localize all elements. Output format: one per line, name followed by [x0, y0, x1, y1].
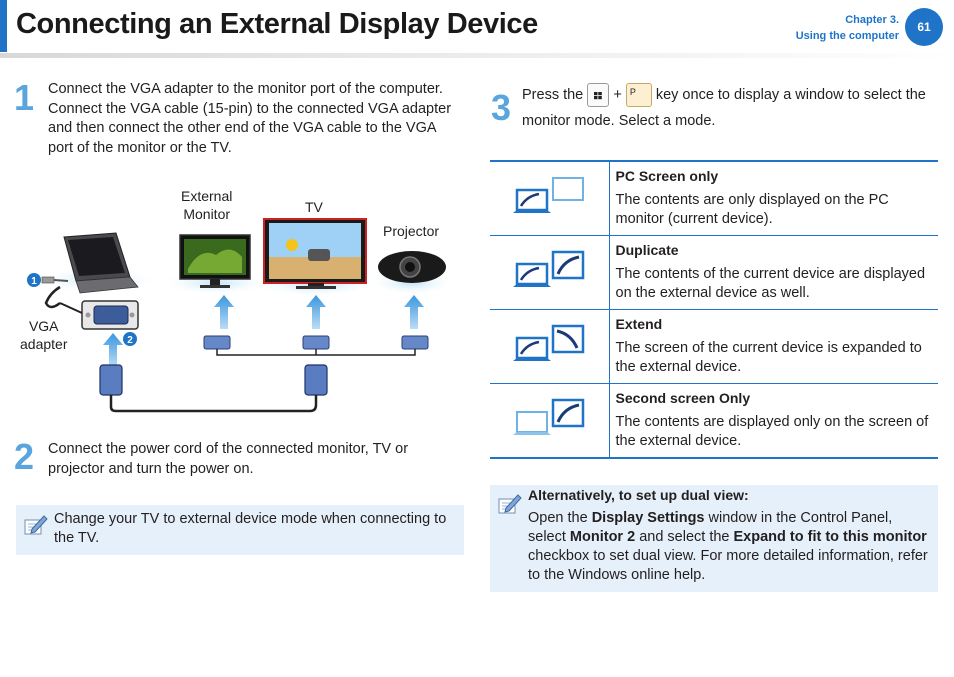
step-3-text-before: Press the: [522, 87, 584, 103]
table-row: PC Screen only The contents are only dis…: [490, 160, 938, 236]
tv-mode-note-text: Change your TV to external device mode w…: [54, 511, 447, 546]
label-projector: Projector: [383, 223, 440, 239]
expand-to-fit-term: Expand to fit to this monitor: [733, 529, 927, 545]
mode-description: The contents are only displayed on the P…: [615, 192, 889, 227]
display-mode-table: PC Screen only The contents are only dis…: [490, 160, 938, 459]
header-rule: [0, 53, 954, 58]
label-tv: TV: [305, 199, 323, 215]
arrow-up-projector: [404, 295, 424, 329]
chapter-number: Chapter 3.: [845, 14, 899, 26]
mode-name: Second screen Only: [615, 390, 751, 406]
mode-name: Extend: [615, 316, 663, 332]
dual-view-text-2: window in the Control Panel, select: [528, 510, 893, 545]
chapter-label: Chapter 3. Using the computer: [796, 12, 899, 44]
dual-view-text-4: checkbox to set dual view. For more deta…: [528, 548, 928, 583]
table-row: Extend The screen of the current device …: [490, 309, 938, 384]
mode-name: Duplicate: [615, 242, 679, 258]
mode-name: PC Screen only: [615, 168, 719, 184]
step-3-number: 3: [491, 87, 512, 128]
laptop-image: [38, 232, 158, 294]
windows-key: [587, 83, 610, 108]
connection-diagram: 1: [27, 218, 456, 413]
label-external-monitor: External Monitor: [181, 188, 233, 222]
arrow-up-monitor: [214, 295, 234, 329]
marker-2-text: 2: [127, 335, 133, 346]
note-pencil-icon: [498, 494, 522, 514]
page-title: Connecting an External Display Device: [16, 8, 538, 40]
dual-view-note-text: Open the Display Settings window in the …: [528, 509, 928, 585]
dual-view-text-3: and select the: [635, 529, 734, 545]
step-3-text-after: key once to display a window to select t…: [522, 87, 926, 129]
dual-view-note: [490, 485, 938, 592]
vga-adapter-image: [59, 300, 139, 330]
step-2-text: Connect the power cord of the connected …: [48, 441, 409, 477]
pc-screen-only-icon: [513, 177, 585, 213]
label-vga-adapter: VGA adapter: [20, 318, 68, 352]
arrow-up-adapter: [103, 333, 123, 367]
marker-1-text: 1: [31, 276, 37, 287]
table-row: Second screen Only The contents are disp…: [490, 383, 938, 459]
header-accent-bar: [0, 0, 7, 52]
p-key-letter: P: [629, 87, 636, 98]
step-2-number: 2: [14, 436, 35, 477]
mode-description: The screen of the current device is expa…: [615, 340, 922, 375]
table-row: Duplicate The contents of the current de…: [490, 235, 938, 310]
projector-image: [368, 251, 456, 295]
page-number-badge: 61: [905, 8, 943, 46]
duplicate-icon: [513, 250, 585, 287]
extend-icon: [513, 324, 585, 361]
step-1-number: 1: [14, 77, 35, 118]
tv-mode-note: [16, 505, 464, 555]
step-1-text: Connect the VGA adapter to the monitor p…: [48, 81, 452, 156]
mode-description: The contents are displayed only on the s…: [615, 414, 929, 449]
step-3-plus: +: [613, 87, 622, 103]
external-monitor-image: [160, 234, 272, 295]
note-pencil-icon: [24, 515, 48, 535]
marker-1: [27, 273, 41, 287]
p-key: P: [625, 83, 652, 108]
display-settings-term: Display Settings: [591, 510, 705, 526]
step-3-text: Press the + P key once to display a wind…: [522, 82, 937, 134]
second-screen-only-icon: [513, 398, 585, 435]
arrow-up-tv: [306, 295, 326, 329]
mode-description: The contents of the current device are d…: [615, 266, 926, 301]
dual-view-text-1: Open the: [528, 510, 592, 526]
chapter-title: Using the computer: [795, 30, 899, 42]
dual-view-note-heading: Alternatively, to set up dual view:: [528, 487, 749, 503]
tv-image: [254, 218, 378, 297]
monitor-2-term: Monitor 2: [569, 529, 636, 545]
marker-2: [123, 332, 137, 346]
windows-logo-icon: [594, 92, 603, 100]
vga-cable-image: [99, 364, 328, 413]
